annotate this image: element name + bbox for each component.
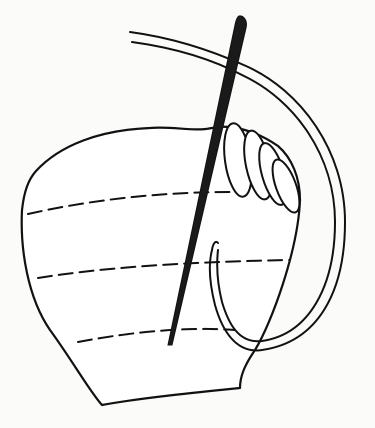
needle-thread-diagram bbox=[0, 0, 375, 428]
illustration-canvas bbox=[0, 0, 375, 428]
